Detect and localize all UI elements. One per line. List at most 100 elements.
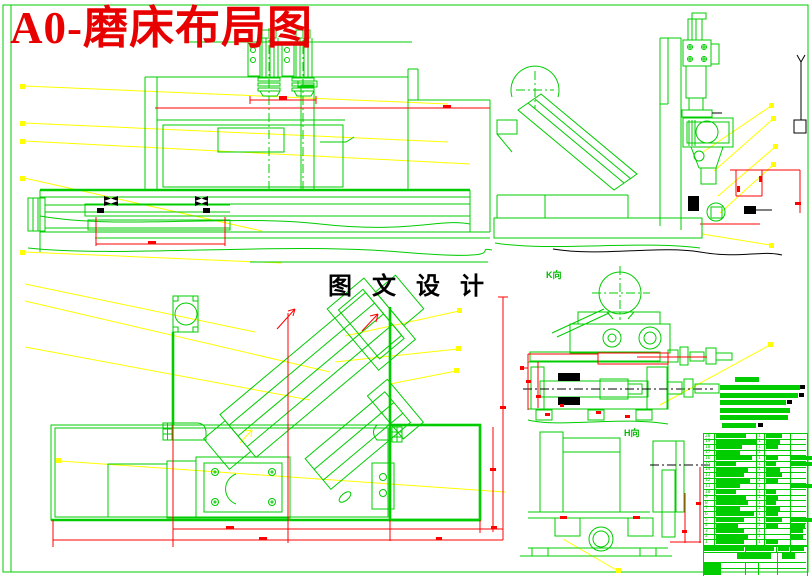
title-block-cell — [776, 545, 777, 552]
side-elevation-view — [493, 12, 801, 256]
bom-qty: 1 — [758, 450, 761, 456]
bom-cell-text-bar — [716, 439, 756, 444]
bom-cell-text-bar — [766, 490, 776, 494]
bom-row-number: 13 — [705, 472, 711, 478]
bom-qty: 1 — [758, 495, 761, 501]
bom-row-line — [703, 528, 806, 530]
bom-cell-text-bar — [716, 506, 740, 511]
bom-row-line — [703, 511, 806, 513]
plan-view — [50, 274, 508, 547]
bom-cell-text-bar — [766, 501, 776, 506]
bom-row-line — [703, 500, 806, 502]
front-elevation-view — [27, 28, 493, 263]
title-block-cell — [703, 545, 808, 576]
bom-row-line — [703, 483, 806, 485]
bom-qty: 1 — [758, 439, 761, 445]
bom-row-number: 1 — [705, 539, 708, 545]
bom-row-number: 3 — [705, 528, 708, 534]
bom-row-number: 4 — [705, 523, 708, 529]
bom-cell-text-bar — [716, 529, 744, 534]
bom-row-line — [703, 517, 806, 518]
bom-cell-text-bar — [716, 434, 746, 438]
title-block-cell — [777, 551, 778, 575]
bom-qty: 1 — [758, 483, 761, 489]
k-direction-view — [520, 266, 733, 425]
bom-cell-text-bar — [716, 484, 740, 489]
title-block-cell — [720, 562, 721, 575]
bom-qty: 1 — [758, 517, 761, 523]
h-view-label: H向 — [624, 428, 640, 438]
title-block-cell — [745, 545, 746, 552]
bom-qty: 1 — [758, 511, 761, 517]
bom-qty: 1 — [758, 461, 761, 467]
bom-row-line — [703, 461, 806, 462]
bom-cell-text-bar — [716, 523, 738, 528]
bom-cell-text-bar — [716, 495, 746, 500]
bom-row-number: 14 — [705, 467, 711, 473]
bom-row-number: 12 — [705, 478, 711, 484]
center-caption: 图 文 设 计 — [328, 274, 491, 300]
bom-cell-text-bar — [766, 518, 782, 522]
bom-qty: 1 — [758, 478, 761, 484]
bom-row-number: 9 — [705, 495, 708, 501]
bom-cell-text-bar — [716, 456, 752, 461]
bom-qty: 1 — [758, 523, 761, 529]
leader-lines — [20, 84, 778, 573]
drawing-border — [2, 4, 809, 573]
bom-cell-text-bar — [716, 534, 748, 539]
bom-cell-text-bar — [716, 445, 742, 450]
bom-qty: 1 — [758, 489, 761, 495]
text-block-bar — [735, 377, 759, 382]
bom-qty: 1 — [758, 444, 761, 450]
bom-qty: 1 — [758, 455, 761, 461]
title-block-cell — [703, 551, 806, 553]
bom-qty: 1 — [758, 467, 761, 473]
bom-row-line — [703, 438, 806, 440]
bom-qty: 1 — [758, 472, 761, 478]
text-block-bar — [800, 385, 805, 389]
bom-row-line — [703, 539, 806, 541]
bom-row-line — [703, 522, 806, 524]
bom-cell-text-bar — [716, 518, 744, 522]
title-block-cell — [703, 568, 806, 569]
bom-row-number: 18 — [705, 444, 711, 450]
bom-cell-text-bar — [766, 462, 776, 466]
bom-qty: 1 — [758, 500, 761, 506]
bom-row-line — [703, 494, 806, 496]
bom-row-line — [703, 466, 806, 468]
text-block-bar — [799, 393, 804, 397]
text-block-bar — [720, 407, 790, 413]
bom-cell-text-bar — [716, 478, 750, 483]
text-block-bar — [778, 546, 789, 551]
bom-row-line — [703, 533, 806, 535]
bom-row-number: 10 — [705, 489, 711, 495]
bom-grid — [703, 433, 808, 547]
bom-cell-text-bar — [766, 506, 780, 511]
bom-qty: 1 — [758, 539, 761, 545]
drawing-title: A0-磨床布局图 — [10, 3, 313, 53]
bom-row-line — [703, 444, 806, 446]
bom-row-line — [703, 455, 806, 457]
bom-row-number: 11 — [705, 483, 711, 489]
bom-qty: 1 — [758, 506, 761, 512]
bom-cell-text-bar — [766, 473, 782, 478]
bom-row-line — [703, 472, 806, 474]
bom-cell-text-bar — [791, 462, 812, 466]
h-direction-view — [520, 431, 713, 557]
text-block-bar — [720, 385, 800, 390]
bom-row-number: 15 — [705, 461, 711, 467]
bom-row-line — [703, 505, 806, 507]
title-block-cell — [790, 545, 791, 552]
text-block-bar — [737, 553, 771, 559]
text-block-bar — [782, 552, 795, 559]
text-block-bar — [720, 392, 798, 398]
bom-cell-text-bar — [716, 473, 744, 478]
bom-cell-text-bar — [716, 540, 744, 545]
bom-cell-text-bar — [716, 467, 748, 472]
bom-row-number: 19 — [705, 439, 711, 445]
bom-cell-text-bar — [766, 478, 778, 483]
bom-cell-text-bar — [766, 467, 780, 472]
bom-cell-text-bar — [766, 445, 778, 450]
bom-cell-text-bar — [791, 518, 812, 522]
